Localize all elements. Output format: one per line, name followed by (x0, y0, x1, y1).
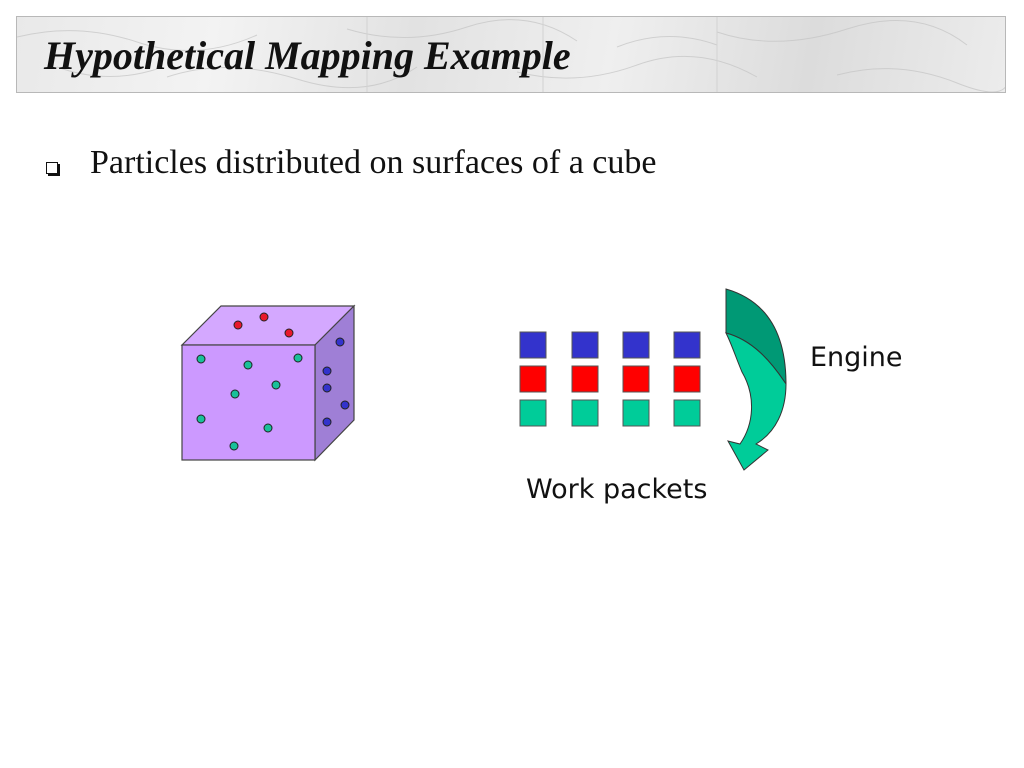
title-bar: Hypothetical Mapping Example (16, 16, 1006, 93)
cube (180, 304, 356, 462)
particle-blue (340, 400, 350, 410)
particle-teal (243, 360, 253, 370)
particle-blue (322, 383, 332, 393)
work-packet-red (622, 365, 650, 393)
particle-red (259, 312, 269, 322)
particle-teal (271, 380, 281, 390)
marble-texture (17, 17, 1005, 92)
work-packet-teal (571, 399, 599, 427)
bullet-text: Particles distributed on surfaces of a c… (90, 144, 657, 181)
engine-label: Engine (810, 342, 903, 373)
work-packet-teal (622, 399, 650, 427)
work-packet-blue (571, 331, 599, 359)
particle-teal (229, 441, 239, 451)
particle-teal (293, 353, 303, 363)
work-packets-grid (519, 331, 701, 427)
work-packet-red (673, 365, 701, 393)
particle-teal (263, 423, 273, 433)
particle-teal (196, 354, 206, 364)
particles (196, 312, 350, 451)
work-packet-teal (519, 399, 547, 427)
work-packet-teal (673, 399, 701, 427)
engine-cycle-arrow (725, 288, 787, 471)
particle-blue (322, 417, 332, 427)
work-packet-red (571, 365, 599, 393)
work-packets-label: Work packets (526, 474, 707, 505)
work-packet-red (519, 365, 547, 393)
work-packet-blue (673, 331, 701, 359)
square-bullet-icon (46, 162, 58, 174)
particle-teal (230, 389, 240, 399)
slide-title: Hypothetical Mapping Example (44, 33, 571, 78)
work-packet-blue (519, 331, 547, 359)
particle-blue (322, 366, 332, 376)
particle-red (284, 328, 294, 338)
particle-teal (196, 414, 206, 424)
particle-blue (335, 337, 345, 347)
work-packet-blue (622, 331, 650, 359)
particle-red (233, 320, 243, 330)
arrow-lower-segment (725, 332, 787, 471)
